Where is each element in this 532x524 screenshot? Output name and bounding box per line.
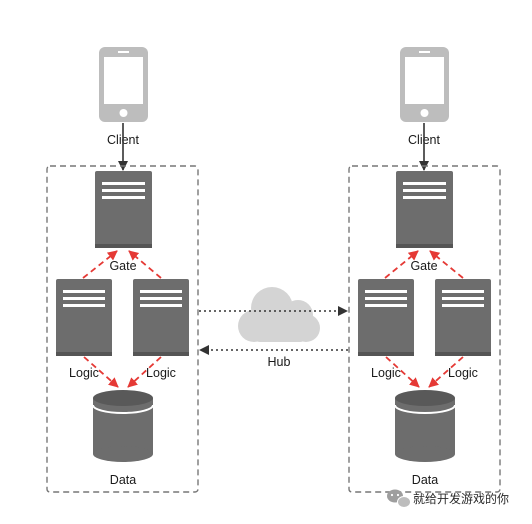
logic-to-gate-arrow [82,250,118,279]
server-cluster-border [348,165,501,493]
server-icon [95,171,152,248]
database-icon [92,390,154,462]
logic-to-gate-arrow [128,250,162,279]
gate-label: Gate [109,259,136,273]
server-icon [133,279,189,356]
phone-icon [400,47,449,122]
logic-label: Logic [448,366,478,380]
logic-to-data-arrow [385,356,420,388]
right-cluster: Client Gate Logic Logic [348,47,501,493]
logic-to-gate-arrow [429,250,464,279]
phone-icon [99,47,148,122]
logic-to-gate-arrow [384,250,419,279]
gate-label: Gate [410,259,437,273]
server-icon [56,279,112,356]
logic-label: Logic [371,366,401,380]
hub-label: Hub [268,355,291,369]
logic-to-data-arrow [83,356,119,388]
server-icon [435,279,491,356]
watermark-text: 就给开发游戏的你 [413,491,509,506]
hub: Hub [199,287,348,369]
left-cluster: Client Gate Logic Logic [46,47,199,493]
server-icon [396,171,453,248]
watermark: 就给开发游戏的你 [387,489,509,508]
logic-label: Logic [146,366,176,380]
data-label: Data [412,473,438,487]
server-cluster-border [46,165,199,493]
database-icon [394,390,456,462]
logic-to-data-arrow [428,356,464,388]
logic-to-data-arrow [127,356,162,388]
server-icon [358,279,414,356]
data-label: Data [110,473,136,487]
logic-label: Logic [69,366,99,380]
cloud-icon [238,287,320,342]
wechat-icon [387,489,411,508]
